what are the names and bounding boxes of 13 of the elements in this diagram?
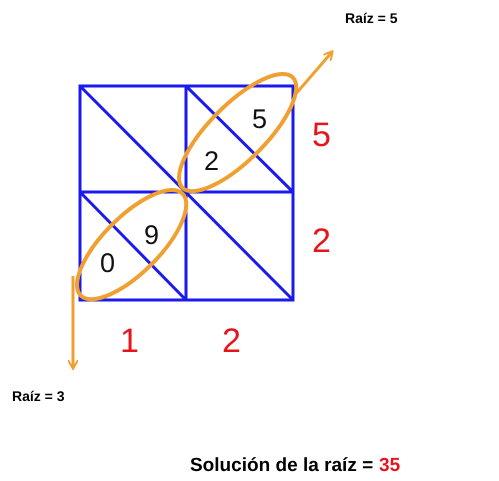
root-label: Raíz = 3 [12, 388, 65, 404]
multiplicand-digit: 2 [222, 324, 241, 358]
multiplier-digit: 5 [312, 118, 331, 152]
multiplicand-digit: 1 [120, 324, 139, 358]
digit: 0 [100, 250, 116, 277]
digit: 2 [204, 148, 220, 175]
result-number: 35 [379, 455, 400, 477]
digit: 9 [144, 222, 160, 249]
arrow [67, 276, 79, 370]
multiplier-digit: 2 [312, 224, 331, 258]
result-text: Solución de la raíz = [190, 455, 374, 477]
digit: 5 [252, 106, 268, 133]
root-label: Raíz = 5 [345, 10, 398, 26]
